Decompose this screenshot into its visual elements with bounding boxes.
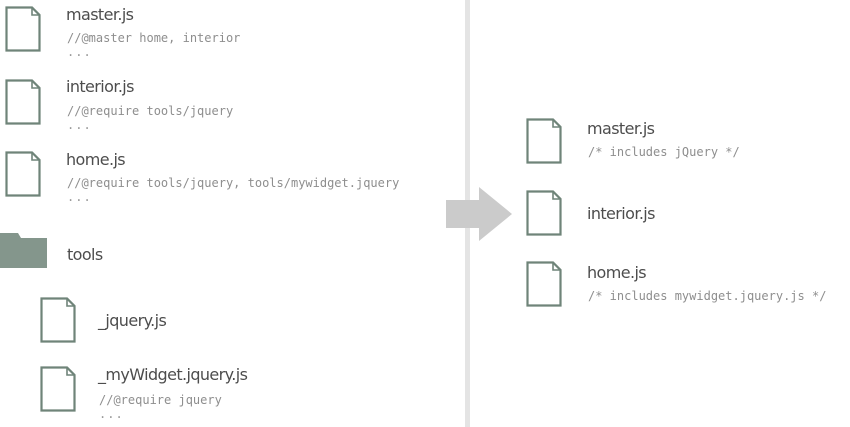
file-name-mywidget[interactable]: _myWidget.jquery.js bbox=[98, 365, 248, 384]
file-icon bbox=[526, 118, 562, 164]
arrow-right-icon bbox=[446, 187, 512, 241]
output-comment-master: /* includes jQuery */ bbox=[588, 145, 740, 159]
ellipsis-mywidget: ... bbox=[99, 407, 124, 421]
file-icon bbox=[5, 79, 41, 125]
file-icon bbox=[526, 261, 562, 307]
folder-icon bbox=[0, 233, 47, 268]
code-line-home: //@require tools/jquery, tools/mywidget.… bbox=[67, 176, 400, 190]
folder-name-tools[interactable]: tools bbox=[67, 245, 103, 264]
code-line-master: //@master home, interior bbox=[67, 31, 241, 45]
file-name-home[interactable]: home.js bbox=[66, 150, 126, 169]
file-name-master[interactable]: master.js bbox=[66, 5, 134, 24]
ellipsis-master: ... bbox=[67, 45, 92, 59]
file-name-interior[interactable]: interior.js bbox=[66, 77, 135, 96]
file-icon bbox=[5, 151, 41, 197]
output-file-name-home[interactable]: home.js bbox=[587, 263, 647, 282]
file-icon bbox=[40, 297, 76, 343]
file-icon bbox=[40, 366, 76, 412]
code-line-mywidget: //@require jquery bbox=[99, 393, 222, 407]
output-file-name-master[interactable]: master.js bbox=[587, 119, 655, 138]
code-line-interior: //@require tools/jquery bbox=[67, 104, 234, 118]
ellipsis-interior: ... bbox=[67, 118, 92, 132]
output-comment-home: /* includes mywidget.jquery.js */ bbox=[588, 289, 827, 303]
file-name-jquery[interactable]: _jquery.js bbox=[98, 311, 167, 330]
ellipsis-home: ... bbox=[67, 190, 92, 204]
file-icon bbox=[5, 6, 41, 52]
output-file-name-interior[interactable]: interior.js bbox=[587, 204, 656, 223]
file-icon bbox=[526, 190, 562, 236]
